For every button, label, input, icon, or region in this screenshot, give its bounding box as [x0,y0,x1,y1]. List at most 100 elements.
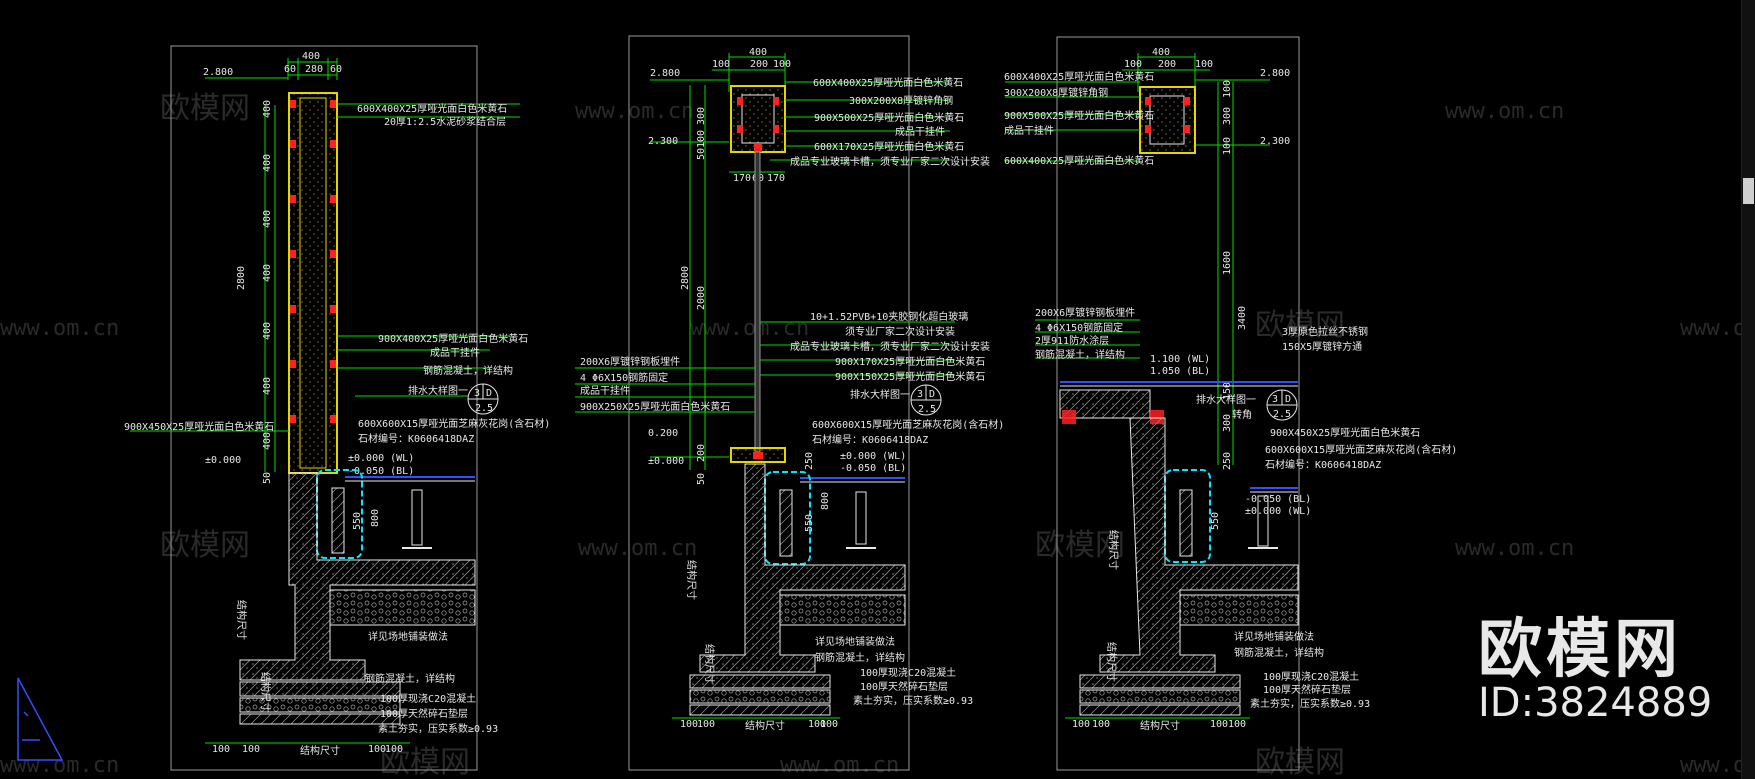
svg-text:600X600X15厚哑光面芝麻灰花岗(含石材): 600X600X15厚哑光面芝麻灰花岗(含石材) [358,417,550,430]
svg-text:900X450X25厚哑光面白色米黄石: 900X450X25厚哑光面白色米黄石 [124,420,274,433]
svg-text:欧模网: 欧模网 [1255,308,1345,343]
svg-text:250: 250 [804,452,815,470]
svg-text:2.800: 2.800 [1260,68,1290,79]
svg-text:成品干挂件: 成品干挂件 [580,384,630,397]
svg-text:素土夯实，压实系数≥0.93: 素土夯实，压实系数≥0.93 [1250,697,1370,710]
svg-text:50: 50 [696,473,707,485]
svg-text:2.5: 2.5 [918,404,936,415]
right-frame [1056,36,1300,771]
svg-text:2000: 2000 [696,286,707,310]
svg-text:100: 100 [1195,59,1213,70]
svg-text:欧模网: 欧模网 [160,91,250,126]
svg-text:170: 170 [733,173,751,184]
svg-text:www.om.cn: www.om.cn [578,536,697,561]
svg-text:600X600X15厚哑光面芝麻灰花岗(含石材): 600X600X15厚哑光面芝麻灰花岗(含石材) [1265,443,1457,456]
left-concrete [239,472,476,681]
svg-text:须专业厂家二次设计安装: 须专业厂家二次设计安装 [845,325,955,338]
faint-watermarks: 欧模网 www.om.cn www.om.cn www.om.cn www.om… [0,91,1755,779]
svg-text:石材编号：K0606418DAZ: 石材编号：K0606418DAZ [1265,458,1381,471]
svg-text:100: 100 [242,744,260,755]
svg-text:结构尺寸: 结构尺寸 [685,560,698,600]
svg-text:170: 170 [767,173,785,184]
svg-text:±0.000 (WL): ±0.000 (WL) [840,451,906,462]
svg-text:400: 400 [262,322,273,340]
svg-text:900X150X25厚哑光面白色米黄石: 900X150X25厚哑光面白色米黄石 [835,370,985,383]
left-detail-ref: 排水大样图一 3 D 2.5 [355,383,499,415]
svg-text:成品干挂件: 成品干挂件 [1004,124,1054,137]
svg-text:D: D [486,388,492,399]
svg-text:100: 100 [773,59,791,70]
svg-text:结构尺寸: 结构尺寸 [235,600,248,640]
svg-text:900X500X25厚哑光面白色米黄石: 900X500X25厚哑光面白色米黄石 [814,111,964,124]
svg-text:石材编号：K0606418DAZ: 石材编号：K0606418DAZ [812,433,928,446]
svg-text:结构尺寸: 结构尺寸 [1140,719,1180,732]
svg-text:100: 100 [696,130,707,148]
svg-text:100: 100 [212,744,230,755]
svg-text:100厚天然碎石垫层: 100厚天然碎石垫层 [1263,683,1351,696]
svg-text:www.om.cn: www.om.cn [0,753,119,778]
svg-text:400: 400 [1152,47,1170,58]
svg-text:欧模网: 欧模网 [160,528,250,563]
svg-text:800: 800 [370,509,381,527]
svg-text:800: 800 [820,492,831,510]
svg-text:±0.000 (WL): ±0.000 (WL) [1245,506,1311,517]
svg-text:成品干挂件: 成品干挂件 [430,346,480,359]
svg-text:900X170X25厚哑光面白色米黄石: 900X170X25厚哑光面白色米黄石 [835,355,985,368]
svg-text:600X400X25厚哑光面白色米黄石: 600X400X25厚哑光面白色米黄石 [357,102,507,115]
svg-text:www.om.cn: www.om.cn [690,316,809,341]
svg-text:-0.050 (BL): -0.050 (BL) [840,463,906,474]
svg-text:900X250X25厚哑光面白色米黄石: 900X250X25厚哑光面白色米黄石 [580,400,730,413]
svg-text:100: 100 [1222,80,1233,98]
svg-text:60: 60 [330,64,342,75]
svg-text:600X400X25厚哑光面白色米黄石: 600X400X25厚哑光面白色米黄石 [1004,70,1154,83]
svg-text:200: 200 [1158,59,1176,70]
svg-text:400: 400 [262,377,273,395]
svg-text:200: 200 [696,444,707,462]
svg-text:1.100 (WL): 1.100 (WL) [1150,354,1210,365]
svg-text:结构尺寸: 结构尺寸 [1107,530,1120,570]
left-section: 400 60 280 60 2.800 400 400 400 2800 400… [124,45,550,771]
svg-text:100: 100 [808,719,826,730]
left-frame [170,45,478,771]
right-detail-ref: 排水大样图一 3 D 2.5 [1196,389,1298,421]
middle-frame [628,35,910,771]
svg-text:D: D [1285,394,1291,405]
vertical-scrollbar[interactable] [1741,0,1755,779]
watermark-id: ID:3824889 [1478,680,1713,726]
svg-text:±0.000: ±0.000 [648,456,684,467]
svg-text:2800: 2800 [236,266,247,290]
svg-text:550: 550 [1210,512,1221,530]
svg-text:600X170X25厚哑光面白色米黄石: 600X170X25厚哑光面白色米黄石 [814,140,964,153]
svg-text:400: 400 [262,264,273,282]
svg-text:300X200X8厚镀锌角钢: 300X200X8厚镀锌角钢 [849,94,953,107]
svg-text:3厚原色拉丝不锈钢: 3厚原色拉丝不锈钢 [1282,325,1368,338]
svg-text:结构尺寸: 结构尺寸 [259,672,272,712]
svg-text:±0.000 (WL): ±0.000 (WL) [348,453,414,464]
svg-text:50: 50 [696,148,707,160]
svg-text:2.300: 2.300 [1260,136,1290,147]
svg-text:www.om.cn: www.om.cn [780,753,899,778]
svg-text:钢筋混凝土，详结构: 钢筋混凝土，详结构 [815,651,905,664]
svg-text:100: 100 [1124,59,1142,70]
svg-text:400: 400 [262,210,273,228]
svg-text:150: 150 [1222,382,1233,400]
mid-detail-ref: 排水大样图一 3 D 2.5 [850,384,942,416]
scrollbar-thumb[interactable] [1743,178,1754,204]
ucs-icon [17,677,64,761]
svg-text:280: 280 [305,64,323,75]
svg-text:100: 100 [1092,719,1110,730]
svg-text:www.om.cn: www.om.cn [0,316,119,341]
svg-text:2厚911防水涂层: 2厚911防水涂层 [1035,334,1109,347]
svg-text:成品专业玻璃卡槽，须专业厂家二次设计安装: 成品专业玻璃卡槽，须专业厂家二次设计安装 [790,155,990,168]
svg-text:100: 100 [1222,137,1233,155]
svg-text:详见场地铺装做法: 详见场地铺装做法 [815,635,895,648]
svg-text:100: 100 [1072,719,1090,730]
svg-text:排水大样图一: 排水大样图一 [850,388,910,401]
svg-text:600X400X25厚哑光面白色米黄石: 600X400X25厚哑光面白色米黄石 [813,76,963,89]
svg-text:300: 300 [1222,107,1233,125]
svg-text:3: 3 [1272,394,1278,405]
right-section: 400 100 200 100 2.800 2.300 600X400X25厚哑… [1004,36,1457,771]
svg-text:100厚现浇C20混凝土: 100厚现浇C20混凝土 [860,666,956,679]
svg-text:600X400X25厚哑光面白色米黄石: 600X400X25厚哑光面白色米黄石 [1004,154,1154,167]
